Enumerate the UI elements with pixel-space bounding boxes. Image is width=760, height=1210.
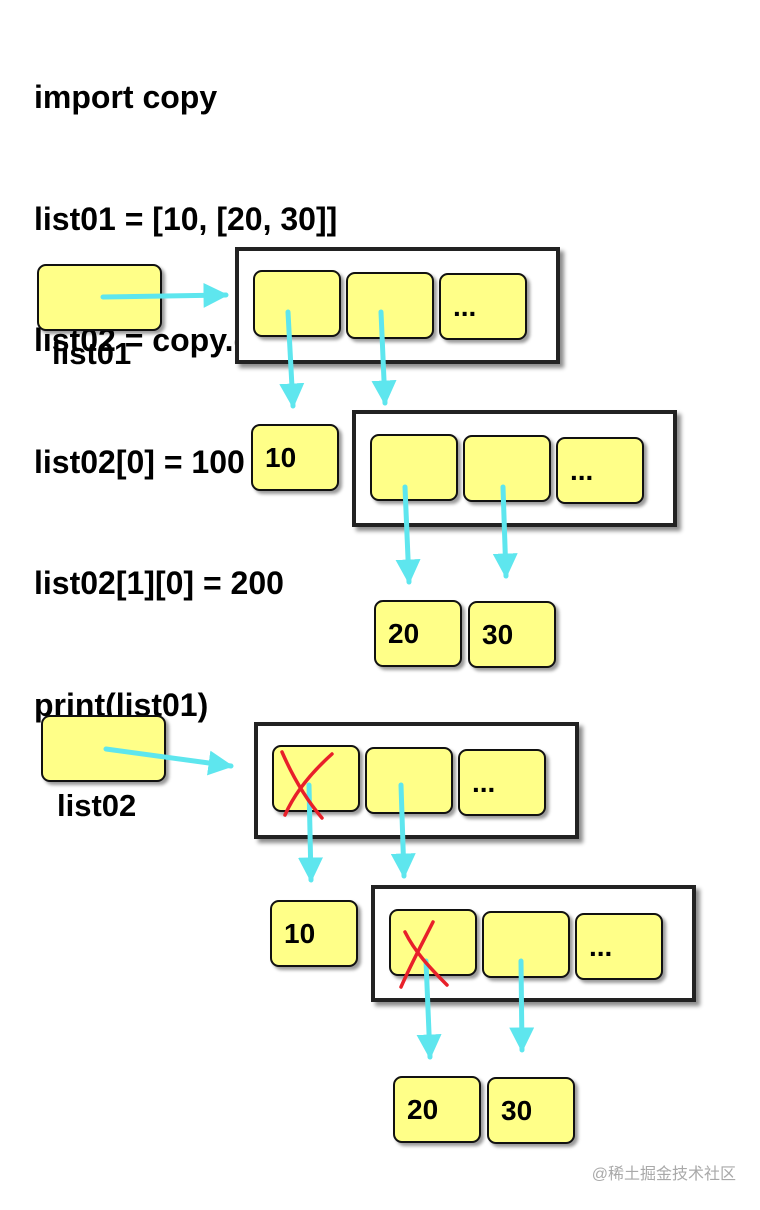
list02-inner-slot-0-replaced [389, 909, 477, 976]
list02-outer-slot-0-replaced [272, 745, 360, 812]
list01-outer-slot-0 [253, 270, 341, 337]
watermark: @稀土掘金技术社区 [591, 1166, 736, 1183]
list01-inner-slot-1 [463, 435, 551, 502]
list02-variable-box [41, 715, 166, 782]
list02-outer-slot-1 [365, 747, 453, 814]
list01-outer-ellipsis: ... [439, 273, 527, 340]
list02-value-30: 30 [487, 1077, 575, 1144]
code-line-2: list01 = [10, [20, 30]] [34, 200, 338, 237]
list02-value-20: 20 [393, 1076, 481, 1143]
list02-outer-ellipsis: ... [458, 749, 546, 816]
list01-variable-box [37, 264, 162, 331]
list01-inner-ellipsis: ... [556, 437, 644, 504]
list02-label: list02 [57, 788, 137, 823]
list01-label: list01 [52, 336, 132, 371]
code-line-4: list02[0] = 100 [34, 443, 245, 480]
list02-inner-slot-1 [482, 911, 570, 978]
list02-inner-ellipsis: ... [575, 913, 663, 980]
list02-value-10: 10 [270, 900, 358, 967]
code-line-1: import copy [34, 79, 218, 115]
code-line-5: list02[1][0] = 200 [34, 565, 284, 601]
list01-value-10: 10 [251, 424, 339, 491]
list01-value-30: 30 [468, 601, 556, 668]
list01-outer-slot-1 [346, 272, 434, 339]
list01-value-20: 20 [374, 600, 462, 667]
list01-inner-slot-0 [370, 434, 458, 501]
